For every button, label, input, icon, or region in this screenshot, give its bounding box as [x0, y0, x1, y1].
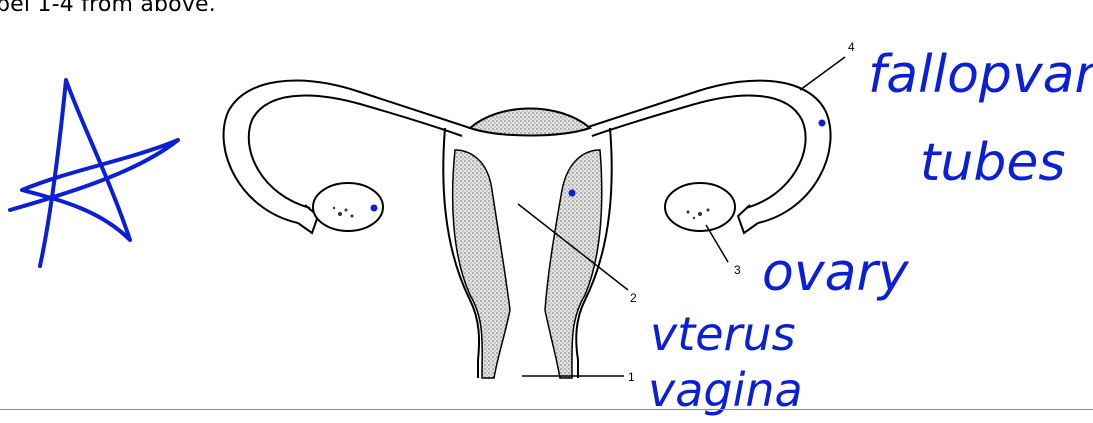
answer-fallopian-line1: fallopvan: [868, 45, 1093, 105]
diagram-label-4: 4: [848, 40, 855, 54]
uterine-wall-right: [545, 150, 602, 378]
diagram-label-1: 1: [628, 370, 635, 384]
uterine-wall-left: [453, 150, 510, 378]
answer-fallopian-line2: tubes: [920, 133, 1065, 193]
ovary-right: [665, 183, 735, 231]
page-divider: [0, 409, 1093, 410]
diagram-label-2: 2: [630, 291, 637, 305]
uterine-fundus: [470, 109, 590, 136]
answer-ovary: ovary: [762, 243, 910, 303]
diagram-label-3: 3: [734, 263, 741, 277]
star-doodle-icon: [10, 80, 178, 266]
answer-uterus: vterus: [650, 307, 796, 361]
